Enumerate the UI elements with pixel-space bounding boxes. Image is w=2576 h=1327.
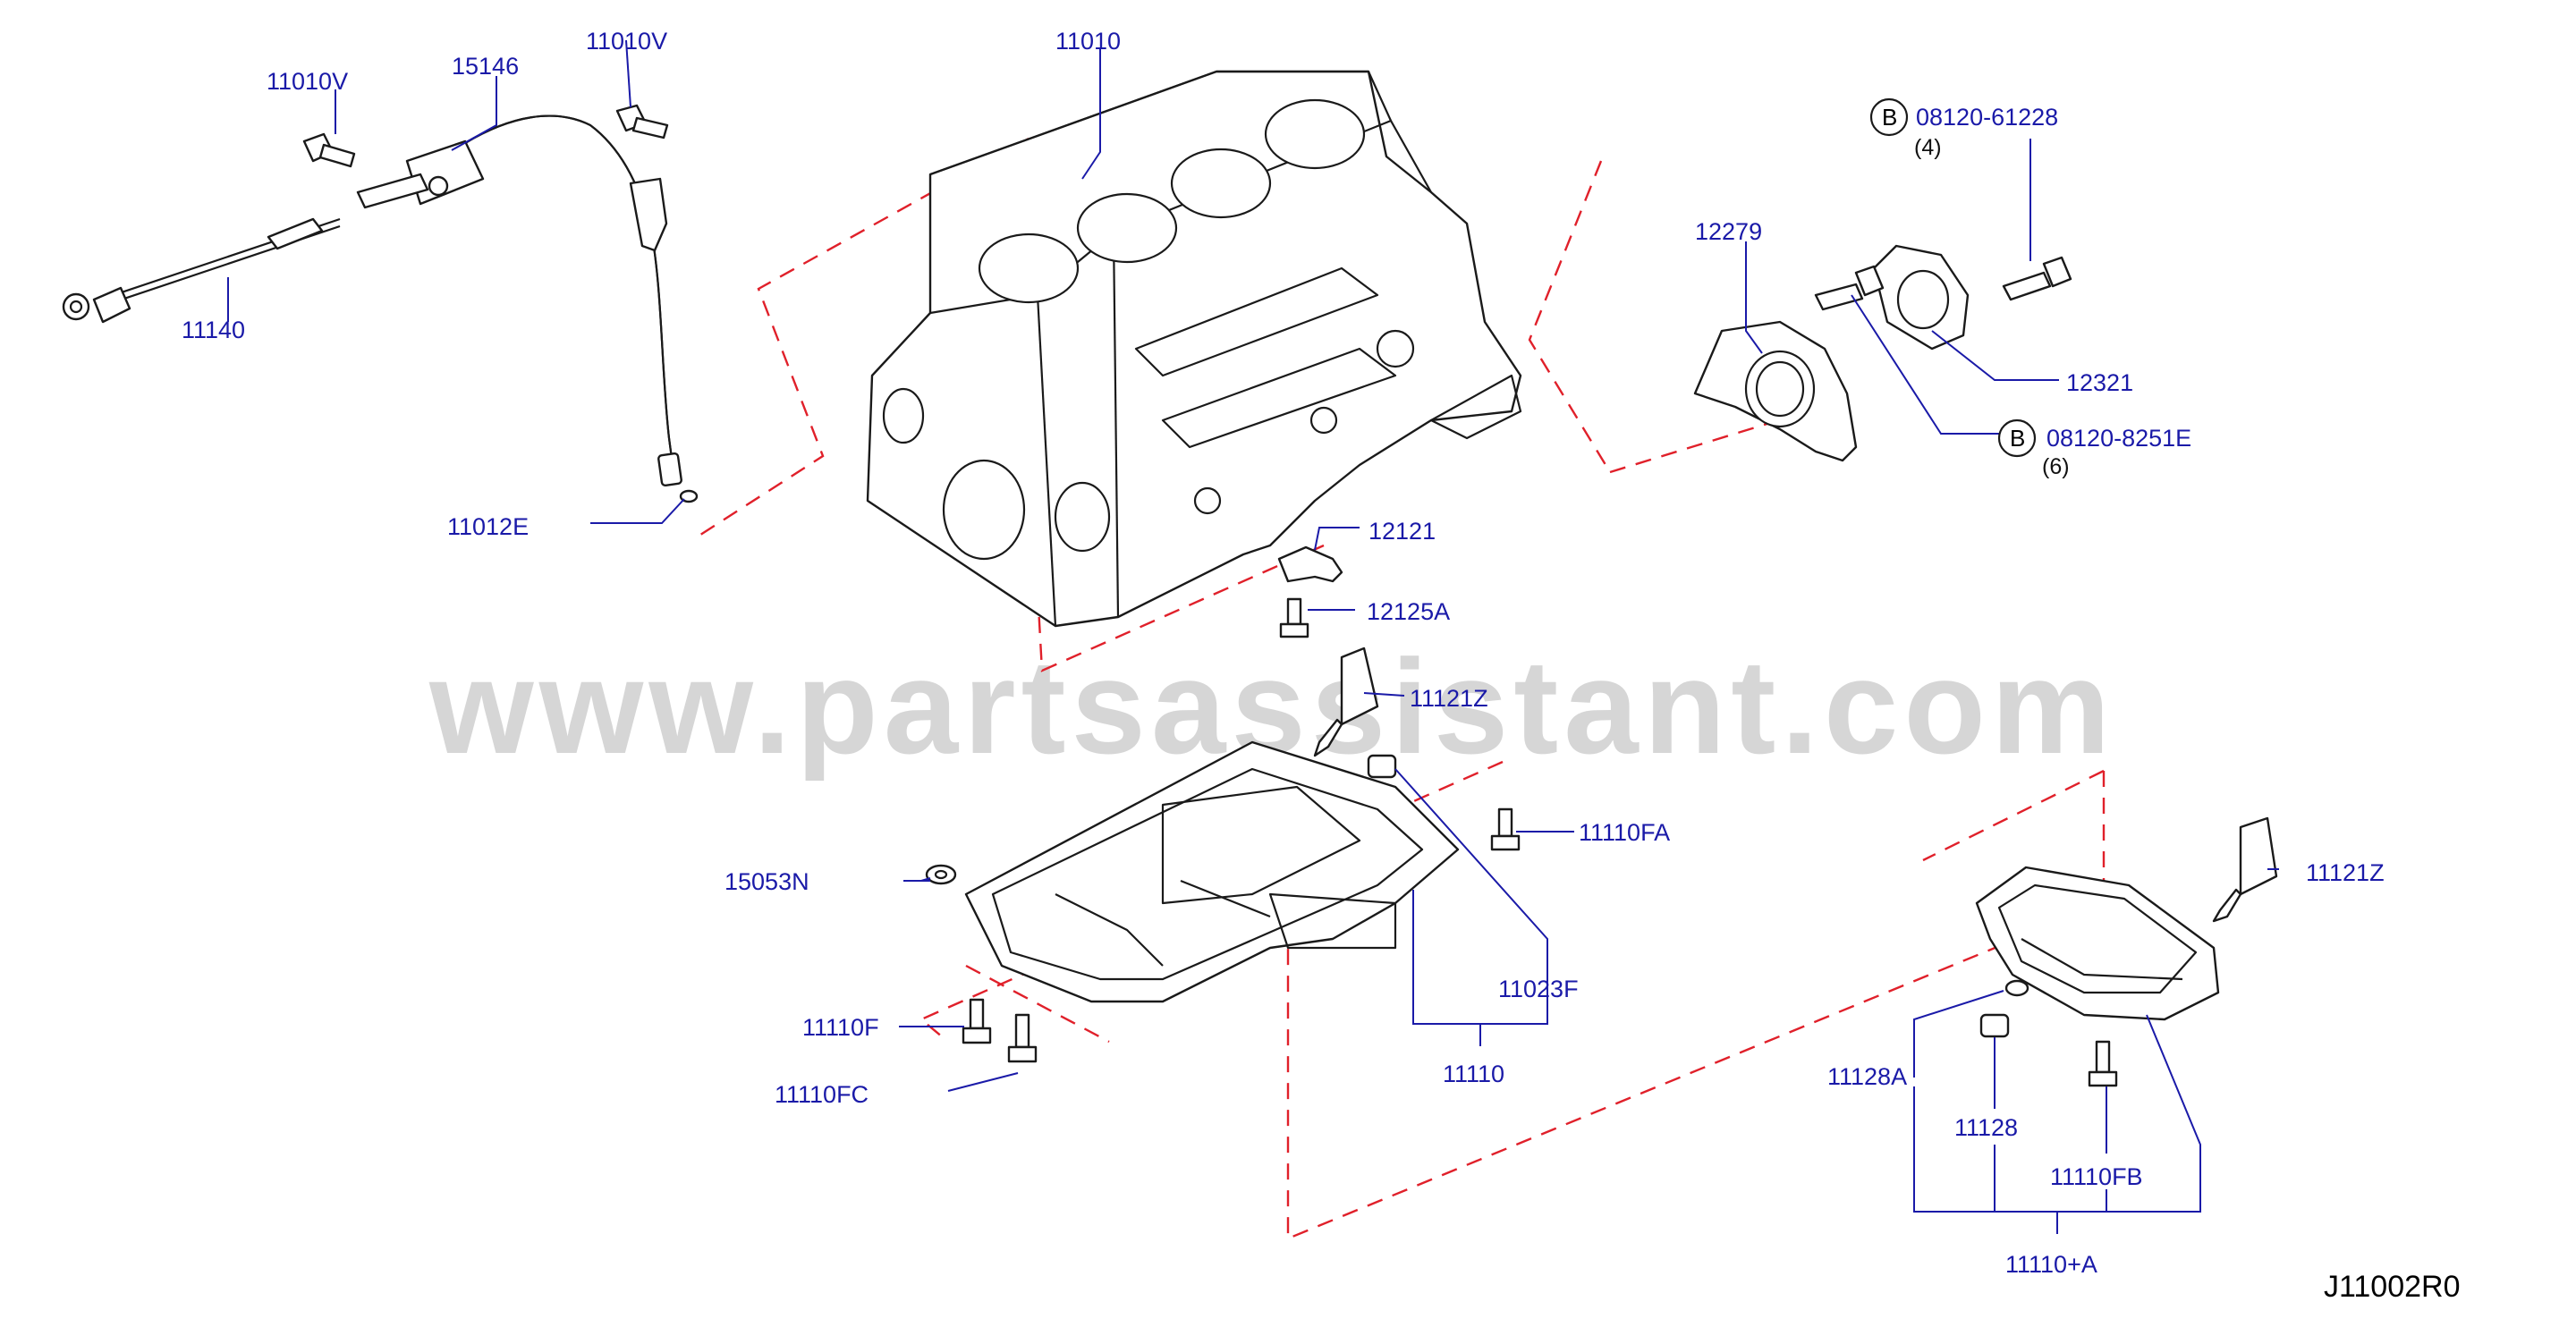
- leader-lines: [227, 39, 2279, 1234]
- oil-pan-assembly-right: [1975, 866, 2220, 1021]
- rear-oil-seal-retainer: [1693, 320, 1858, 462]
- sealant-tube-11121z-right: [2212, 816, 2278, 923]
- drain-plug-11023f: [1367, 754, 1397, 779]
- label-11128a[interactable]: 11128A: [1827, 1063, 1907, 1090]
- label-11023f[interactable]: 11023F: [1498, 976, 1579, 1002]
- bolt-11110fa: [1490, 807, 1521, 851]
- bolt-11010v-left: [302, 132, 356, 168]
- diagram-code: J11002R0: [2324, 1270, 2461, 1304]
- bolt-08120-61228: [2002, 256, 2072, 301]
- label-11121z-center[interactable]: 11121Z: [1410, 685, 1488, 712]
- bracket-12121: [1277, 545, 1343, 583]
- svg-text:B: B: [2010, 425, 2025, 452]
- cylinder-block: [866, 70, 1522, 628]
- label-11012e[interactable]: 11012E: [447, 513, 529, 540]
- washer-15053n: [925, 864, 957, 885]
- bolt-11110f: [962, 998, 992, 1044]
- label-11010v-left[interactable]: 11010V: [267, 68, 348, 95]
- label-12121[interactable]: 12121: [1368, 518, 1436, 545]
- label-12279[interactable]: 12279: [1695, 218, 1762, 245]
- gasket-12321: [1872, 244, 1970, 351]
- part-labels: 11010V 15146 11010V 11010 11140 11012E 1…: [182, 28, 2385, 1278]
- sealant-tube-11121z-center: [1313, 647, 1379, 757]
- label-11121z-right[interactable]: 11121Z: [2306, 859, 2385, 886]
- label-11110[interactable]: 11110: [1443, 1061, 1504, 1087]
- label-11010[interactable]: 11010: [1055, 28, 1121, 55]
- bolt-12125a: [1279, 597, 1309, 638]
- bolt-marker-61228: B: [1869, 97, 1909, 137]
- label-15053n[interactable]: 15053N: [724, 868, 809, 895]
- label-11110a[interactable]: 11110+A: [2005, 1251, 2097, 1278]
- label-08120-8251e[interactable]: 08120-8251E: [2046, 425, 2191, 452]
- label-08120-61228[interactable]: 08120-61228: [1916, 104, 2058, 131]
- qty-08120-8251e: (6): [2042, 454, 2070, 479]
- label-11110fa[interactable]: 11110FA: [1579, 819, 1670, 846]
- label-12125a[interactable]: 12125A: [1367, 598, 1450, 625]
- label-15146[interactable]: 15146: [452, 53, 519, 80]
- bolt-11010v-right: [615, 104, 669, 139]
- bolt-marker-8251e: B: [1997, 418, 2037, 458]
- drain-plug-11128: [1979, 1013, 2010, 1038]
- bolt-11110fc: [1007, 1013, 1038, 1063]
- label-11010v-right[interactable]: 11010V: [586, 28, 667, 55]
- oil-level-gauge-assembly: [62, 114, 699, 503]
- label-11110fb[interactable]: 11110FB: [2050, 1163, 2143, 1190]
- label-11140[interactable]: 11140: [182, 317, 245, 343]
- qty-08120-61228: (4): [1914, 135, 1942, 160]
- oil-pan-center: [964, 740, 1460, 1003]
- label-11110f[interactable]: 11110F: [802, 1014, 879, 1041]
- label-11128[interactable]: 11128: [1954, 1114, 2018, 1141]
- svg-text:B: B: [1882, 104, 1897, 131]
- bolt-08120-8251e: [1814, 265, 1885, 311]
- bolt-11110fb: [2088, 1040, 2118, 1087]
- label-11110fc[interactable]: 11110FC: [775, 1081, 869, 1108]
- washer-11128a: [2004, 979, 2029, 997]
- label-12321[interactable]: 12321: [2066, 369, 2133, 396]
